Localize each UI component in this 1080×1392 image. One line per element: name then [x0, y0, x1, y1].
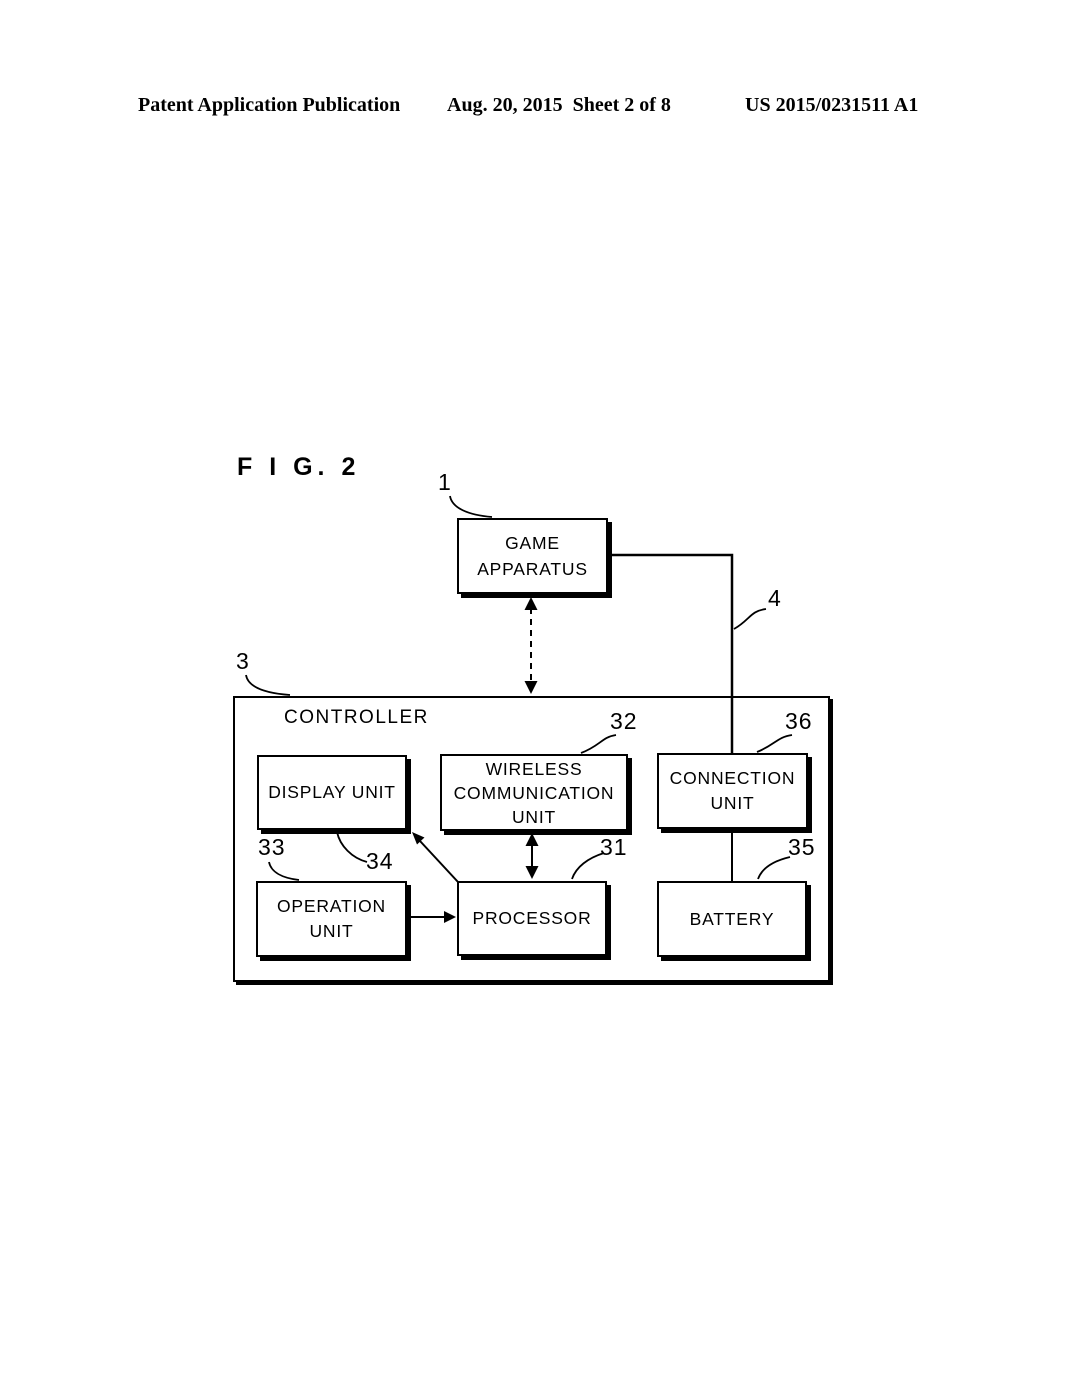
- wireless-unit-label-line3: UNIT: [511, 806, 557, 827]
- leader-ref-4: [733, 608, 767, 630]
- ref-36-connection-unit: 36: [785, 708, 813, 734]
- processor-label: PROCESSOR: [472, 908, 592, 928]
- leader-ref-3: [245, 674, 291, 696]
- figure-label: F I G. 2: [237, 453, 361, 481]
- ref-31-processor: 31: [600, 834, 628, 860]
- wireless-unit-label-line1: WIRELESS: [485, 758, 583, 779]
- connection-unit-label-line1: CONNECTION: [669, 768, 796, 788]
- display-unit-box: DISPLAY UNIT: [257, 755, 407, 830]
- wireless-unit-label-line2: COMMUNICATION: [453, 782, 615, 803]
- ref-3-controller: 3: [236, 648, 250, 674]
- wireless-link-dashed-arrow: [524, 597, 538, 694]
- display-unit-label: DISPLAY UNIT: [268, 782, 396, 802]
- battery-box: BATTERY: [657, 881, 807, 957]
- ref-1-game-apparatus: 1: [438, 469, 452, 495]
- controller-title: CONTROLLER: [284, 707, 429, 728]
- operation-unit-box: OPERATION UNIT: [256, 881, 407, 957]
- game-apparatus-label-line2: APPARATUS: [477, 559, 588, 579]
- game-apparatus-box: GAME APPARATUS: [457, 518, 608, 594]
- ref-34-display-unit: 34: [366, 848, 394, 874]
- processor-box: PROCESSOR: [457, 881, 607, 956]
- game-apparatus-label-line1: GAME: [505, 533, 560, 553]
- header-publication-type: Patent Application Publication: [138, 94, 401, 116]
- operation-unit-label-line1: OPERATION: [277, 896, 386, 916]
- header-date-sheet: Aug. 20, 2015 Sheet 2 of 8: [447, 94, 671, 116]
- ref-32-wireless-unit: 32: [610, 708, 638, 734]
- operation-unit-label-line2: UNIT: [309, 921, 354, 941]
- connection-unit-box: CONNECTION UNIT: [657, 753, 808, 829]
- header-patent-number: US 2015/0231511 A1: [745, 94, 919, 116]
- battery-label: BATTERY: [689, 908, 775, 929]
- wireless-communication-unit-box: WIRELESS COMMUNICATION UNIT: [440, 754, 628, 831]
- leader-ref-1: [449, 495, 493, 518]
- connection-unit-label-line2: UNIT: [710, 793, 755, 813]
- ref-35-battery: 35: [788, 834, 816, 860]
- ref-4-wired-link: 4: [768, 585, 782, 611]
- ref-33-operation-unit: 33: [258, 834, 286, 860]
